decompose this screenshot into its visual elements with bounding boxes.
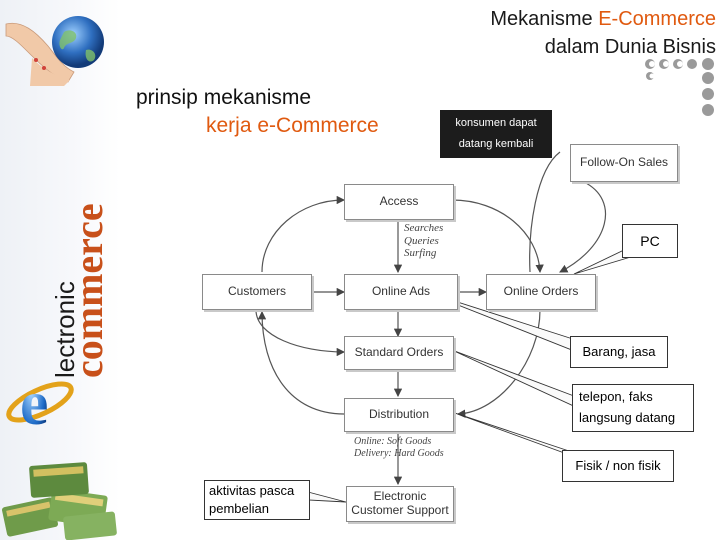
diagram-box-distribution: Distribution (344, 398, 454, 432)
callout-telepon-line2: langsung datang (579, 410, 676, 425)
title-line1-accent: E-Commerce (598, 8, 716, 30)
diagram-box-online-ads: Online Ads (344, 274, 458, 310)
subtitle-line2: kerja e-Commerce (206, 114, 379, 137)
callout-telepon-line1: telepon, faks (579, 389, 653, 405)
title-line2-prefix: dalam (544, 36, 605, 58)
callout-konsumen: konsumen dapat datang kembali (440, 110, 552, 158)
callout-pc: PC (622, 224, 678, 258)
callout-aktivitas: aktivitas pasca pembelian (204, 480, 310, 520)
diagram-box-access: Access (344, 184, 454, 220)
left-decorative-bar (0, 0, 120, 540)
diagram-box-standard-orders: Standard Orders (344, 336, 454, 370)
page-title-line1: Mekanisme E-Commerce (490, 8, 716, 31)
diagram-box-customers: Customers (202, 274, 312, 310)
annotation-online-goods: Online: Soft Goods (354, 436, 432, 447)
e-logo-icon: e (6, 367, 74, 438)
callout-aktivitas-line2: pembelian (209, 501, 269, 516)
e-logo-letter: e (20, 367, 48, 438)
sidebar-word-large: commerce (66, 203, 104, 378)
callout-aktivitas-line1: aktivitas pasca (209, 483, 295, 499)
ecs-line1: Electronic (373, 489, 427, 504)
page-title-line2: dalam Dunia Bisnis (545, 36, 716, 59)
callout-barang: Barang, jasa (570, 336, 668, 368)
diagram-box-online-orders: Online Orders (486, 274, 596, 310)
sidebar-word-small: lectronic (50, 281, 80, 378)
annotation-searches: Searches (404, 222, 444, 234)
diagram-box-follow-on-sales: Follow-On Sales (570, 144, 678, 182)
sidebar-vertical-wordmark: lectronic commerce (50, 203, 104, 378)
annotation-surfing: Surfing (404, 247, 437, 260)
callout-konsumen-line1: konsumen dapat (455, 117, 537, 130)
annotation-delivery-goods: Delivery: Hard Goods (354, 447, 444, 459)
title-line2-accent: Dunia Bisnis (604, 36, 716, 58)
ecs-line2: Customer Support (351, 503, 449, 517)
subtitle-line1: prinsip mekanisme (136, 86, 312, 109)
callout-konsumen-line2: datang kembali (458, 138, 534, 150)
annotation-distribution-goods: Online: Soft Goods Delivery: Hard Goods (354, 436, 444, 459)
diagram-box-electronic-customer-support: Electronic Customer Support (346, 486, 454, 522)
annotation-access-activities: Searches Queries Surfing (404, 222, 443, 260)
annotation-queries: Queries (404, 234, 439, 247)
hand-globe-image (5, 16, 104, 86)
callout-telepon: telepon, faks langsung datang (572, 384, 694, 432)
money-stacks-image (2, 462, 117, 540)
title-line1-prefix: Mekanisme (490, 8, 599, 30)
decorative-dots (645, 58, 714, 116)
callout-fisik: Fisik / non fisik (562, 450, 674, 482)
